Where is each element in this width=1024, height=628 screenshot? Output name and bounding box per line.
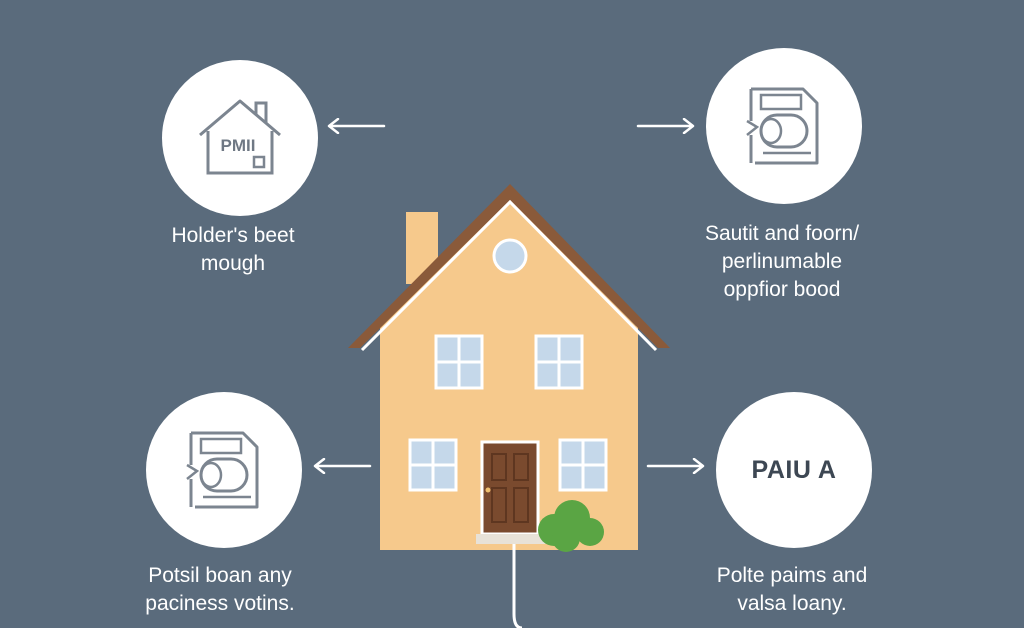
house-icon-label: PMII [221,136,256,155]
round-window [492,238,528,274]
node-top-right [706,48,862,204]
arrow-right-icon [636,118,695,134]
door-step [476,534,546,544]
node-top-left: PMII [162,60,318,216]
arrow-left-icon [327,118,386,134]
document-icon [186,431,259,509]
window [434,334,484,390]
node-bottom-right: PAIU A [716,392,872,548]
window [534,334,584,390]
caption-line: Polte paims and [716,564,868,587]
caption-line: Potsil boan any [148,564,292,587]
window [408,438,458,492]
document-icon [746,87,819,165]
caption-bottom-left: Potsil boan any paciness votins. [90,562,350,618]
window [558,438,608,492]
caption-top-right: Sautit and foorn/ perlinumable oppfior b… [652,220,912,304]
caption-line: oppfior bood [723,278,841,301]
caption-line: mough [200,252,266,275]
caption-line: Holder's beet [171,224,295,247]
caption-line: Sautit and foorn/ [704,222,860,245]
caption-line: perlinumable [721,250,843,273]
house-illustration [348,184,670,628]
circle-label: PAIU A [751,455,837,484]
arrow-right-icon [646,458,705,474]
caption-top-left: Holder's beet mough [103,222,363,278]
node-bottom-left [146,392,302,548]
caption-line: valsa loany. [737,592,847,615]
arrow-left-icon [313,458,372,474]
bush [538,500,604,552]
caption-line: paciness votins. [145,592,295,615]
connector-line [512,544,523,628]
house-icon: PMII [199,99,281,175]
door [480,440,540,536]
caption-bottom-right: Polte paims and valsa loany. [662,562,922,618]
